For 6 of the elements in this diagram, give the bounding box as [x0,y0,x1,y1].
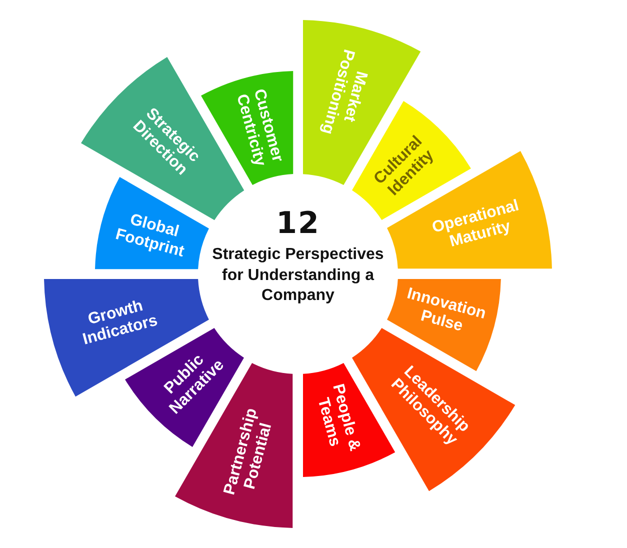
segment-label: Customer Centricity [232,86,287,170]
wheel-segment [200,71,293,185]
wheel-segment [95,176,209,269]
diagram-title: Strategic Perspectives for Understanding a Company [211,245,385,306]
heading-number: 12 [276,207,320,241]
segment-label: People & Teams [313,381,364,455]
